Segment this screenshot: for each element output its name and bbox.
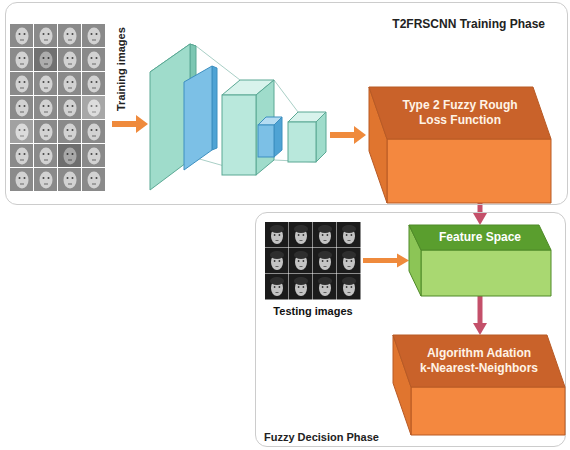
phase-panel: T2FRSCNN Training PhaseTraining imagesTy… — [5, 2, 568, 205]
loss-block: Type 2 Fuzzy Rough Loss Function — [369, 87, 551, 203]
block-label: k-Nearest-Neighbors — [420, 361, 538, 376]
classifier-block: Algorithm Adationk-Nearest-Neighbors — [393, 335, 565, 435]
testing-photo-grid — [265, 222, 361, 300]
block-label: Feature Space — [439, 230, 521, 245]
feature-block: Feature Space — [409, 225, 551, 296]
image-label: Training images — [115, 27, 128, 111]
image-set: Testing images — [263, 221, 363, 321]
flow-arrow — [363, 254, 409, 268]
training-photo-grid — [10, 24, 106, 192]
image-set: Training images — [11, 23, 136, 203]
text-area: Feature Space — [420, 225, 540, 250]
flow-arrow — [473, 203, 487, 225]
flow-arrow — [473, 296, 487, 335]
panel-title: T2FRSCNN Training Phase — [392, 17, 545, 31]
panel-title: Fuzzy Decision Phase — [264, 431, 379, 443]
cnn-layers — [150, 44, 326, 190]
block-label: Type 2 Fuzzy Rough Loss Function — [390, 98, 530, 128]
text-area: Type 2 Fuzzy Rough Loss Function — [390, 87, 530, 139]
image-label: Testing images — [263, 305, 363, 317]
phase-panel: Fuzzy Decision Phase Testing images Featur… — [255, 212, 566, 447]
flow-arrows — [112, 115, 366, 144]
text-area: Algorithm Adationk-Nearest-Neighbors — [407, 335, 551, 387]
block-label: Algorithm Adation — [427, 346, 531, 361]
